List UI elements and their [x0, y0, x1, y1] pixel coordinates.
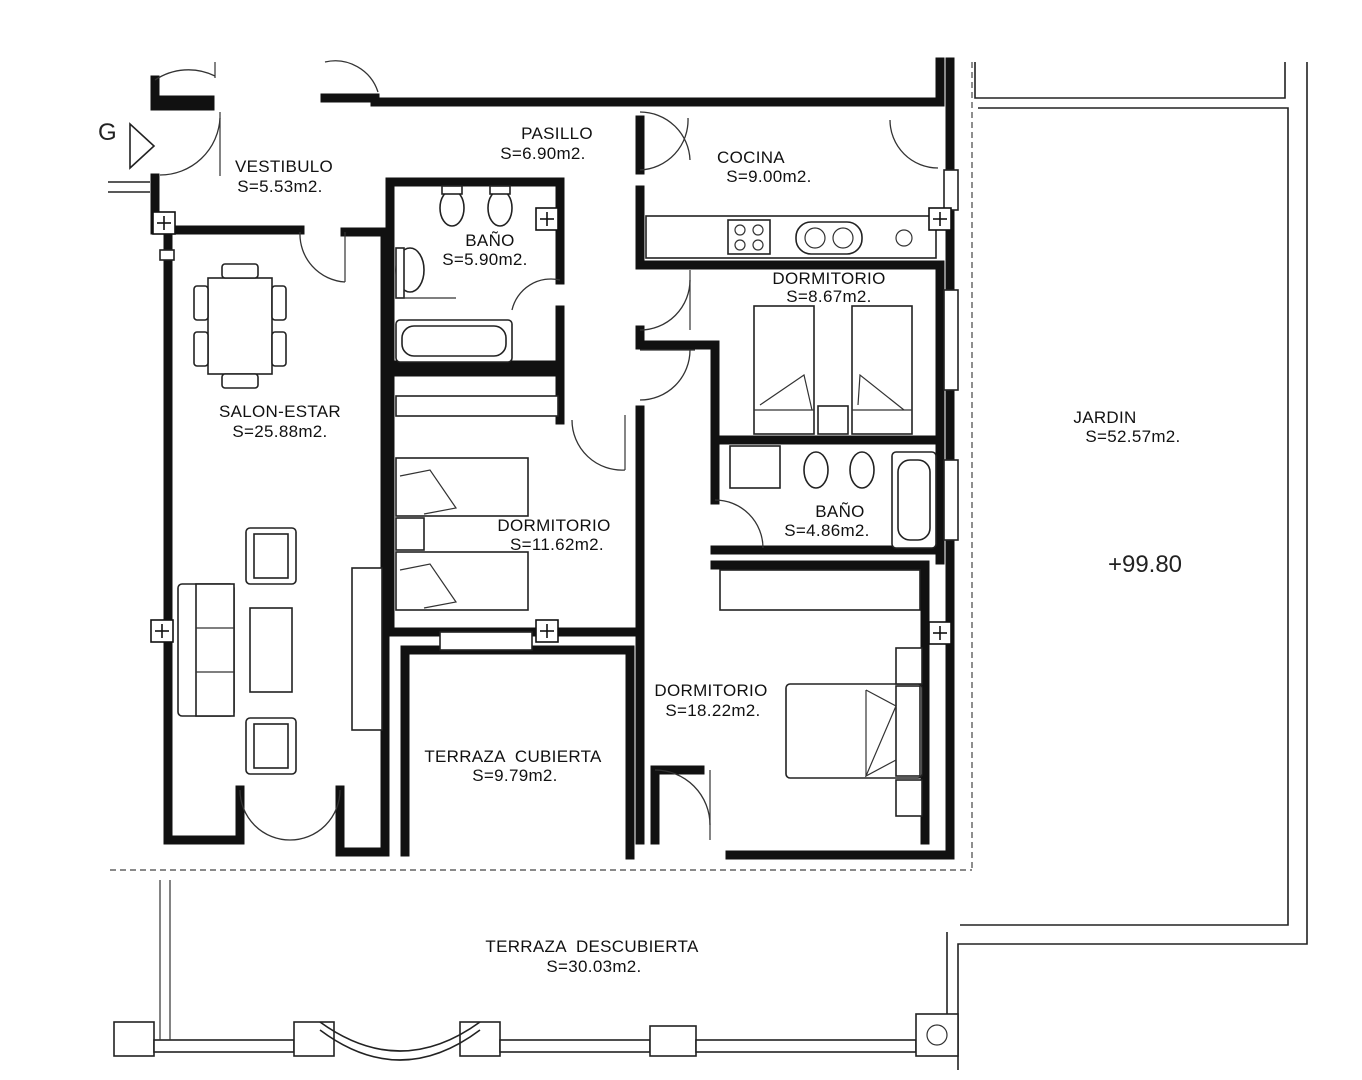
room-area-cocina: S=9.00m2. [726, 167, 811, 186]
windows [159, 169, 959, 651]
room-name-cocina: COCINA [717, 148, 785, 167]
entry-arrow-icon [129, 122, 156, 170]
room-name-vestibulo: VESTIBULO [235, 157, 333, 176]
room-area-vestibulo: S=5.53m2. [237, 177, 322, 196]
room-name-pasillo: PASILLO [521, 124, 593, 143]
room-area-dormitorio-1: S=8.67m2. [786, 287, 871, 306]
room-labels: VESTIBULO S=5.53m2. PASILLO S=6.90m2. CO… [219, 124, 1180, 976]
room-name-bano-1: BAÑO [465, 231, 514, 250]
outlet-icon [535, 619, 559, 643]
room-area-dormitorio-2: S=11.62m2. [510, 535, 604, 554]
outlet-icon [535, 207, 559, 231]
room-name-jardin: JARDIN [1073, 408, 1136, 427]
outlet-icon [928, 621, 952, 645]
room-area-salon: S=25.88m2. [232, 422, 327, 441]
outlet-symbols [150, 207, 952, 645]
terrace-railing [113, 880, 959, 1061]
room-name-dormitorio-1: DORMITORIO [772, 269, 885, 288]
elevation-mark: +99.80 [1108, 551, 1182, 578]
room-name-dormitorio-3: DORMITORIO [654, 681, 767, 700]
garden-boundary [110, 62, 1308, 1070]
room-area-dormitorio-3: S=18.22m2. [665, 701, 760, 720]
doors [154, 60, 939, 841]
outlet-icon [928, 207, 952, 231]
room-area-bano-1: S=5.90m2. [442, 250, 527, 269]
room-area-terraza-descubierta: S=30.03m2. [546, 957, 641, 976]
room-name-salon: SALON-ESTAR [219, 402, 341, 421]
room-name-bano-2: BAÑO [815, 502, 864, 521]
room-area-bano-2: S=4.86m2. [784, 521, 869, 540]
room-area-pasillo: S=6.90m2. [500, 144, 585, 163]
exterior-walls [108, 57, 955, 860]
room-name-terraza-descubierta: TERRAZA DESCUBIERTA [485, 937, 699, 956]
room-name-terraza-cubierta: TERRAZA CUBIERTA [424, 747, 602, 766]
furniture [177, 185, 937, 817]
outlet-icon [152, 211, 176, 235]
outlet-icon [150, 619, 174, 643]
room-area-terraza-cubierta: S=9.79m2. [472, 766, 557, 785]
interior-walls [150, 115, 945, 857]
entry-mark: G [98, 119, 117, 146]
room-name-dormitorio-2: DORMITORIO [497, 516, 610, 535]
room-area-jardin: S=52.57m2. [1085, 427, 1180, 446]
